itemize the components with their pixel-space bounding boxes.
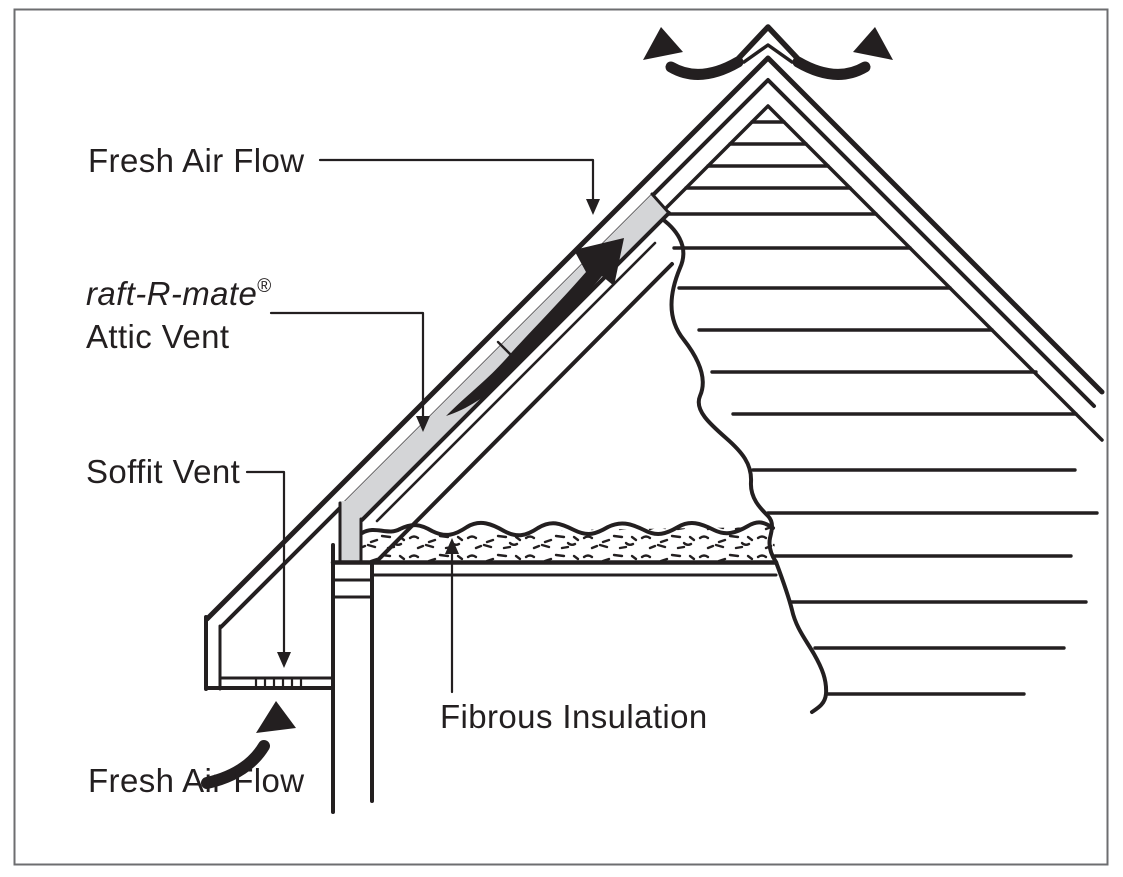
break-line (656, 214, 829, 714)
channel-airflow-arrow-icon (446, 238, 624, 416)
raft-r-mate-label: raft-R-mate® (86, 275, 272, 312)
eave-and-wall (204, 543, 779, 814)
raft-r-mate-leader (269, 311, 430, 432)
fibrous-insulation-label: Fibrous Insulation (440, 698, 708, 735)
roof-structure (204, 24, 1105, 714)
rafter-bottom-line (376, 262, 674, 562)
diagram-frame (13, 8, 1109, 866)
soffit-vent-slots (254, 676, 303, 690)
leader-lines (245, 158, 600, 694)
raft-r-mate-channel (338, 192, 674, 563)
gable-siding-lines (664, 120, 1099, 696)
attic-vent-label: Attic Vent (86, 318, 229, 355)
channel-end-cap (650, 192, 671, 215)
fibrous-insulation-batt (360, 520, 776, 561)
fibrous-insulation-leader (445, 538, 459, 694)
ridge-exhaust-right-arrow-icon (792, 27, 893, 80)
airflow-arrows (201, 27, 893, 789)
baffle-inner-line (375, 241, 657, 523)
ridge-vent-cap (734, 24, 802, 64)
soffit-vent-leader (245, 470, 291, 668)
fresh-air-flow-top-label: Fresh Air Flow (88, 142, 304, 179)
fresh-air-flow-top-leader (318, 158, 600, 215)
soffit-intake-arrow-icon (201, 701, 296, 789)
soffit-vent-label: Soffit Vent (86, 453, 240, 490)
insulation-speckle-fill (362, 527, 776, 561)
insulation-wavy-top (360, 520, 775, 538)
labels: Fresh Air Flow raft-R-mate® Attic Vent S… (86, 142, 708, 799)
gable-rake-line (656, 104, 1104, 442)
ridge-exhaust-left-arrow-icon (643, 27, 744, 80)
fresh-air-flow-bottom-label: Fresh Air Flow (88, 762, 304, 799)
